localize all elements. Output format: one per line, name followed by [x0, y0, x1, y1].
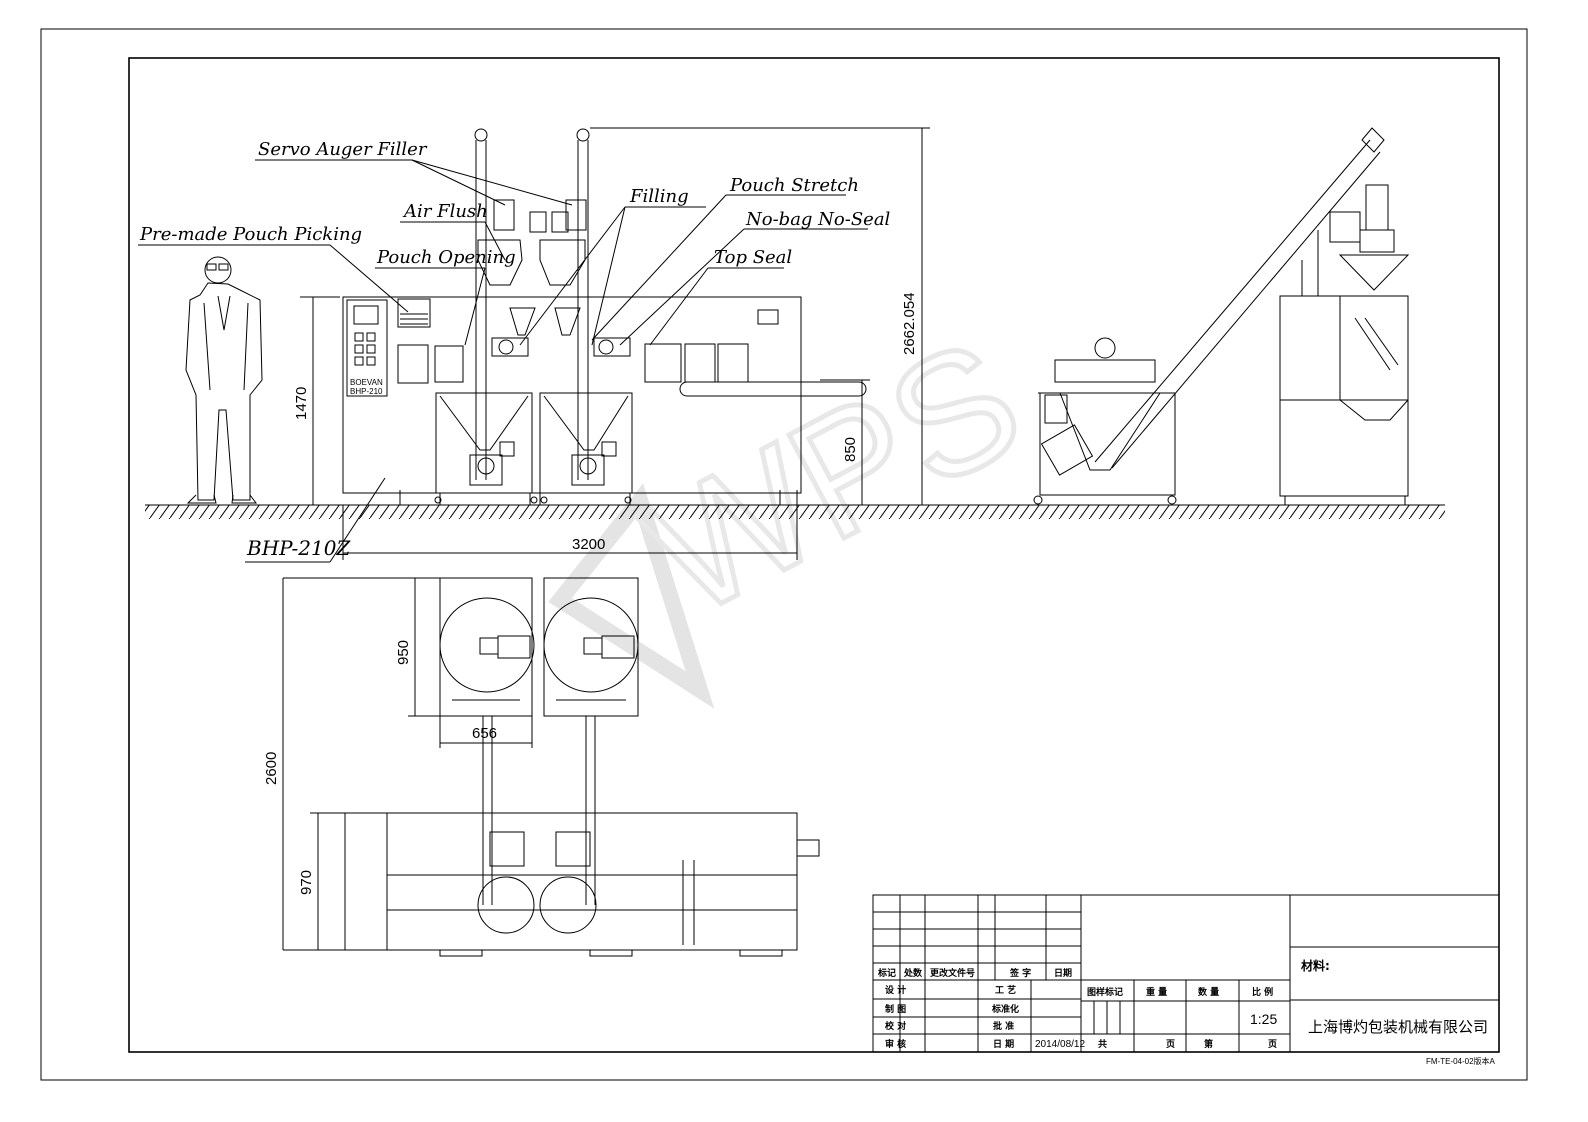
dim-plan-depth: 2600 — [263, 752, 280, 785]
label-premade-pouch-picking: Pre-made Pouch Picking — [139, 224, 362, 245]
tb-draw: 制 图 — [885, 1003, 906, 1015]
tb-rev-sign: 签 字 — [1009, 967, 1031, 979]
tb-page: 页 — [1166, 1039, 1175, 1050]
screw-conveyor-feeder — [1033, 127, 1385, 505]
dim-overall-height: 2662.054 — [901, 292, 918, 355]
tb-scale: 1:25 — [1250, 1011, 1277, 1027]
vertical-auger-machine — [1279, 184, 1410, 505]
watermark-text: WPS — [618, 303, 1049, 653]
tb-audit: 审 核 — [885, 1038, 906, 1050]
tb-rev-count: 处数 — [903, 967, 923, 979]
tb-weight: 重 量 — [1146, 986, 1167, 998]
tb-rev-mark: 标记 — [877, 967, 896, 979]
label-no-bag-no-seal: No-bag No-Seal — [745, 209, 891, 230]
label-model: BHP-210Z — [246, 536, 351, 560]
inner-border — [128, 57, 1500, 1053]
tb-rev-date: 日期 — [1054, 967, 1072, 979]
outer-border — [40, 28, 1528, 1081]
tb-rev-doc: 更改文件号 — [930, 967, 975, 979]
tb-design: 设 计 — [885, 984, 906, 996]
leader-lines — [138, 159, 868, 563]
dim-conveyor-height: 850 — [842, 437, 859, 462]
ground-line — [145, 504, 1445, 519]
panel-brand: BOEVAN — [350, 378, 383, 387]
dim-base-depth: 970 — [298, 870, 315, 895]
tb-sheet: 第 — [1204, 1038, 1213, 1050]
title-block — [872, 894, 1500, 1053]
tb-craft: 工 艺 — [995, 984, 1016, 996]
tb-scale-label: 比 例 — [1252, 986, 1273, 998]
tb-company: 上海博灼包装机械有限公司 — [1308, 1018, 1488, 1036]
dim-machine-height: 1470 — [293, 387, 310, 420]
operator-figure — [185, 256, 263, 504]
tb-page2: 页 — [1268, 1039, 1277, 1050]
wps-watermark: WPS — [548, 301, 1052, 709]
tb-date: 2014/08/12 — [1035, 1039, 1085, 1050]
tb-standard: 标准化 — [991, 1003, 1019, 1015]
dim-hopper-width: 656 — [472, 725, 497, 742]
label-filling: Filling — [629, 186, 689, 207]
label-pouch-stretch: Pouch Stretch — [729, 175, 859, 196]
plan-view — [282, 577, 820, 957]
tb-approve: 批 准 — [993, 1020, 1014, 1032]
tb-quantity: 数 量 — [1198, 986, 1219, 998]
bhp-machine-front — [342, 128, 867, 505]
label-servo-auger-filler: Servo Auger Filler — [258, 139, 428, 160]
tb-stage-mark: 图样标记 — [1087, 986, 1123, 998]
tb-total: 共 — [1098, 1038, 1107, 1050]
dim-hopper-depth: 950 — [395, 640, 412, 665]
label-top-seal: Top Seal — [714, 247, 792, 268]
dimension-lines-front — [300, 127, 930, 560]
dim-machine-length: 3200 — [572, 536, 605, 553]
label-pouch-opening: Pouch Opening — [376, 247, 516, 268]
label-air-flush: Air Flush — [402, 201, 488, 222]
tb-check: 校 对 — [885, 1020, 906, 1032]
tb-material: 材料: — [1300, 958, 1330, 973]
tb-date-label: 日 期 — [993, 1038, 1014, 1050]
tb-form-no: FM-TE-04-02版本A — [1426, 1056, 1496, 1066]
panel-model: BHP-210 — [350, 387, 383, 396]
